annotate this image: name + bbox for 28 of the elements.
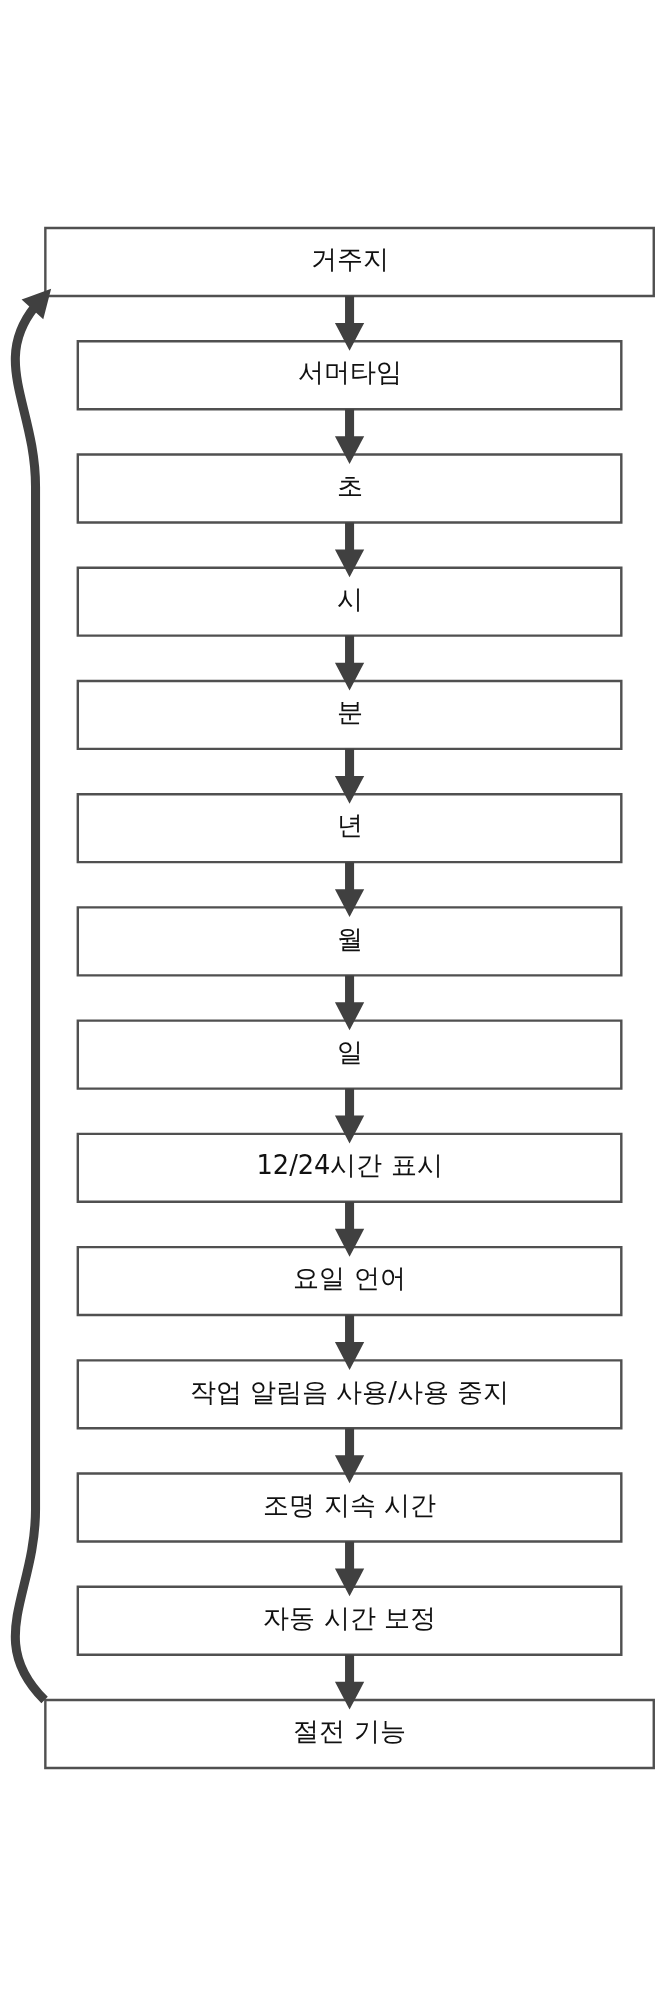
arrow bbox=[334, 296, 365, 351]
node-box: 요일 언어 bbox=[76, 1245, 623, 1317]
arrow bbox=[334, 975, 365, 1031]
arrow bbox=[334, 635, 365, 691]
arrow bbox=[334, 409, 365, 465]
arrow bbox=[334, 1541, 365, 1597]
arrow bbox=[334, 1428, 365, 1484]
arrow bbox=[334, 862, 365, 917]
node-box: 절전 기능 bbox=[44, 1698, 655, 1770]
arrow bbox=[334, 1315, 365, 1370]
arrow bbox=[334, 522, 365, 578]
node-box: 분 bbox=[76, 679, 623, 751]
arrow bbox=[10, 288, 52, 1703]
node-box: 거주지 bbox=[44, 226, 655, 298]
node-box: 초 bbox=[76, 453, 623, 524]
node-box: 조명 지속 시간 bbox=[76, 1472, 623, 1543]
arrow bbox=[334, 748, 365, 804]
node-box: 12/24시간 표시 bbox=[76, 1132, 623, 1203]
node-box: 작업 알림음 사용/사용 중지 bbox=[76, 1359, 623, 1430]
node-box: 년 bbox=[76, 793, 623, 864]
arrow bbox=[334, 1201, 365, 1257]
node-box: 일 bbox=[76, 1019, 623, 1090]
node-box: 월 bbox=[76, 906, 623, 977]
arrow bbox=[334, 1654, 365, 1710]
node-box: 서머타임 bbox=[76, 340, 623, 411]
arrow bbox=[334, 1088, 365, 1144]
node-box: 자동 시간 보정 bbox=[76, 1585, 623, 1656]
node-box: 시 bbox=[76, 566, 623, 637]
